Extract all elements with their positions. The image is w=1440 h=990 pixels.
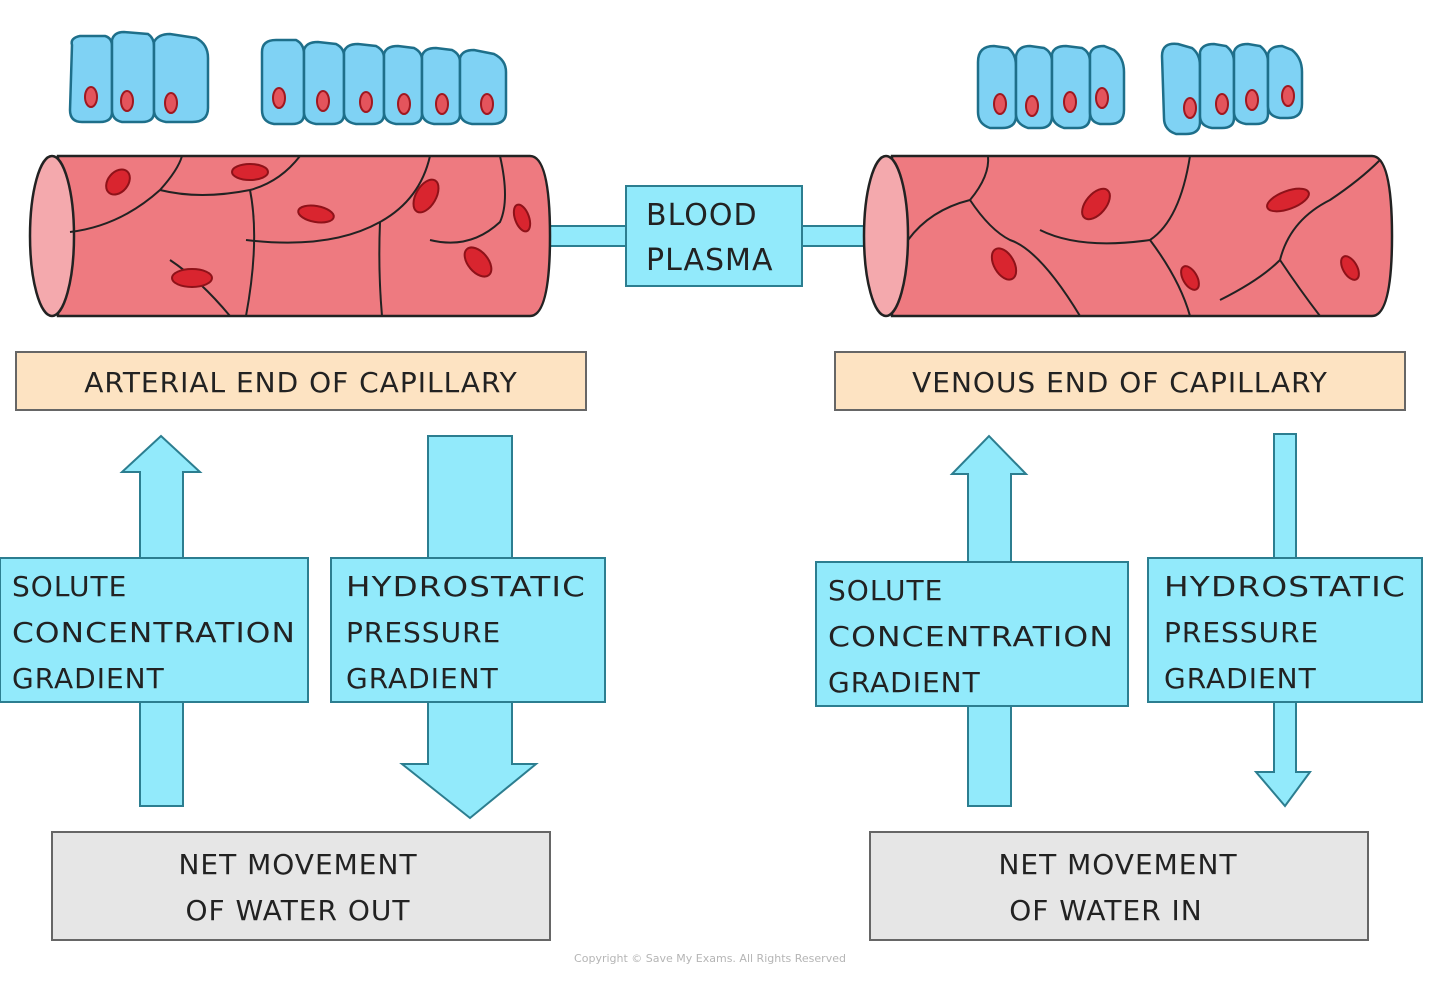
arterial-solute-line2: CONCENTRATION <box>12 616 296 649</box>
venous-title-bar: VENOUS END OF CAPILLARY <box>834 351 1406 411</box>
venous-solute-box: SOLUTE CONCENTRATION GRADIENT <box>815 561 1129 707</box>
copyright-notice: Copyright © Save My Exams. All Rights Re… <box>574 952 846 965</box>
cell-cluster-arterial-right <box>260 38 508 126</box>
blood-plasma-label-line1: BLOOD <box>646 198 758 233</box>
venous-net-line1: NET MOVEMENT <box>998 848 1237 881</box>
venous-hydrostatic-box: HYDROSTATIC PRESSURE GRADIENT <box>1147 557 1423 703</box>
venous-hydrostatic-line2: PRESSURE <box>1164 616 1319 649</box>
venous-solute-line1: SOLUTE <box>828 574 943 607</box>
arterial-title: ARTERIAL END OF CAPILLARY <box>84 366 518 399</box>
arterial-solute-line1: SOLUTE <box>12 570 127 603</box>
venous-capillary <box>862 154 1394 318</box>
arterial-hydrostatic-line2: PRESSURE <box>346 616 501 649</box>
venous-solute-line2: CONCENTRATION <box>828 620 1114 653</box>
cell-cluster-venous-left <box>976 44 1126 130</box>
blood-plasma-box: BLOOD PLASMA <box>625 185 803 287</box>
arterial-hydrostatic-line3: GRADIENT <box>346 662 499 695</box>
venous-net-line2: OF WATER IN <box>1009 894 1203 927</box>
venous-solute-line3: GRADIENT <box>828 666 981 699</box>
arterial-net-line1: NET MOVEMENT <box>178 848 417 881</box>
arterial-net-line2: OF WATER OUT <box>186 894 411 927</box>
arterial-solute-box: SOLUTE CONCENTRATION GRADIENT <box>0 557 309 703</box>
arterial-title-bar: ARTERIAL END OF CAPILLARY <box>15 351 587 411</box>
blood-plasma-label-line2: PLASMA <box>646 243 773 278</box>
venous-net-movement-box: NET MOVEMENT OF WATER IN <box>869 831 1369 941</box>
arterial-capillary <box>28 154 552 318</box>
venous-hydrostatic-line1: HYDROSTATIC <box>1164 570 1406 603</box>
arterial-hydrostatic-line1: HYDROSTATIC <box>346 570 586 603</box>
venous-title: VENOUS END OF CAPILLARY <box>912 366 1328 399</box>
venous-hydrostatic-line3: GRADIENT <box>1164 662 1317 695</box>
arterial-solute-line3: GRADIENT <box>12 662 165 695</box>
cell-cluster-venous-right <box>1160 42 1304 136</box>
arterial-hydrostatic-box: HYDROSTATIC PRESSURE GRADIENT <box>330 557 606 703</box>
cell-cluster-arterial-left <box>68 30 210 124</box>
arterial-net-movement-box: NET MOVEMENT OF WATER OUT <box>51 831 551 941</box>
